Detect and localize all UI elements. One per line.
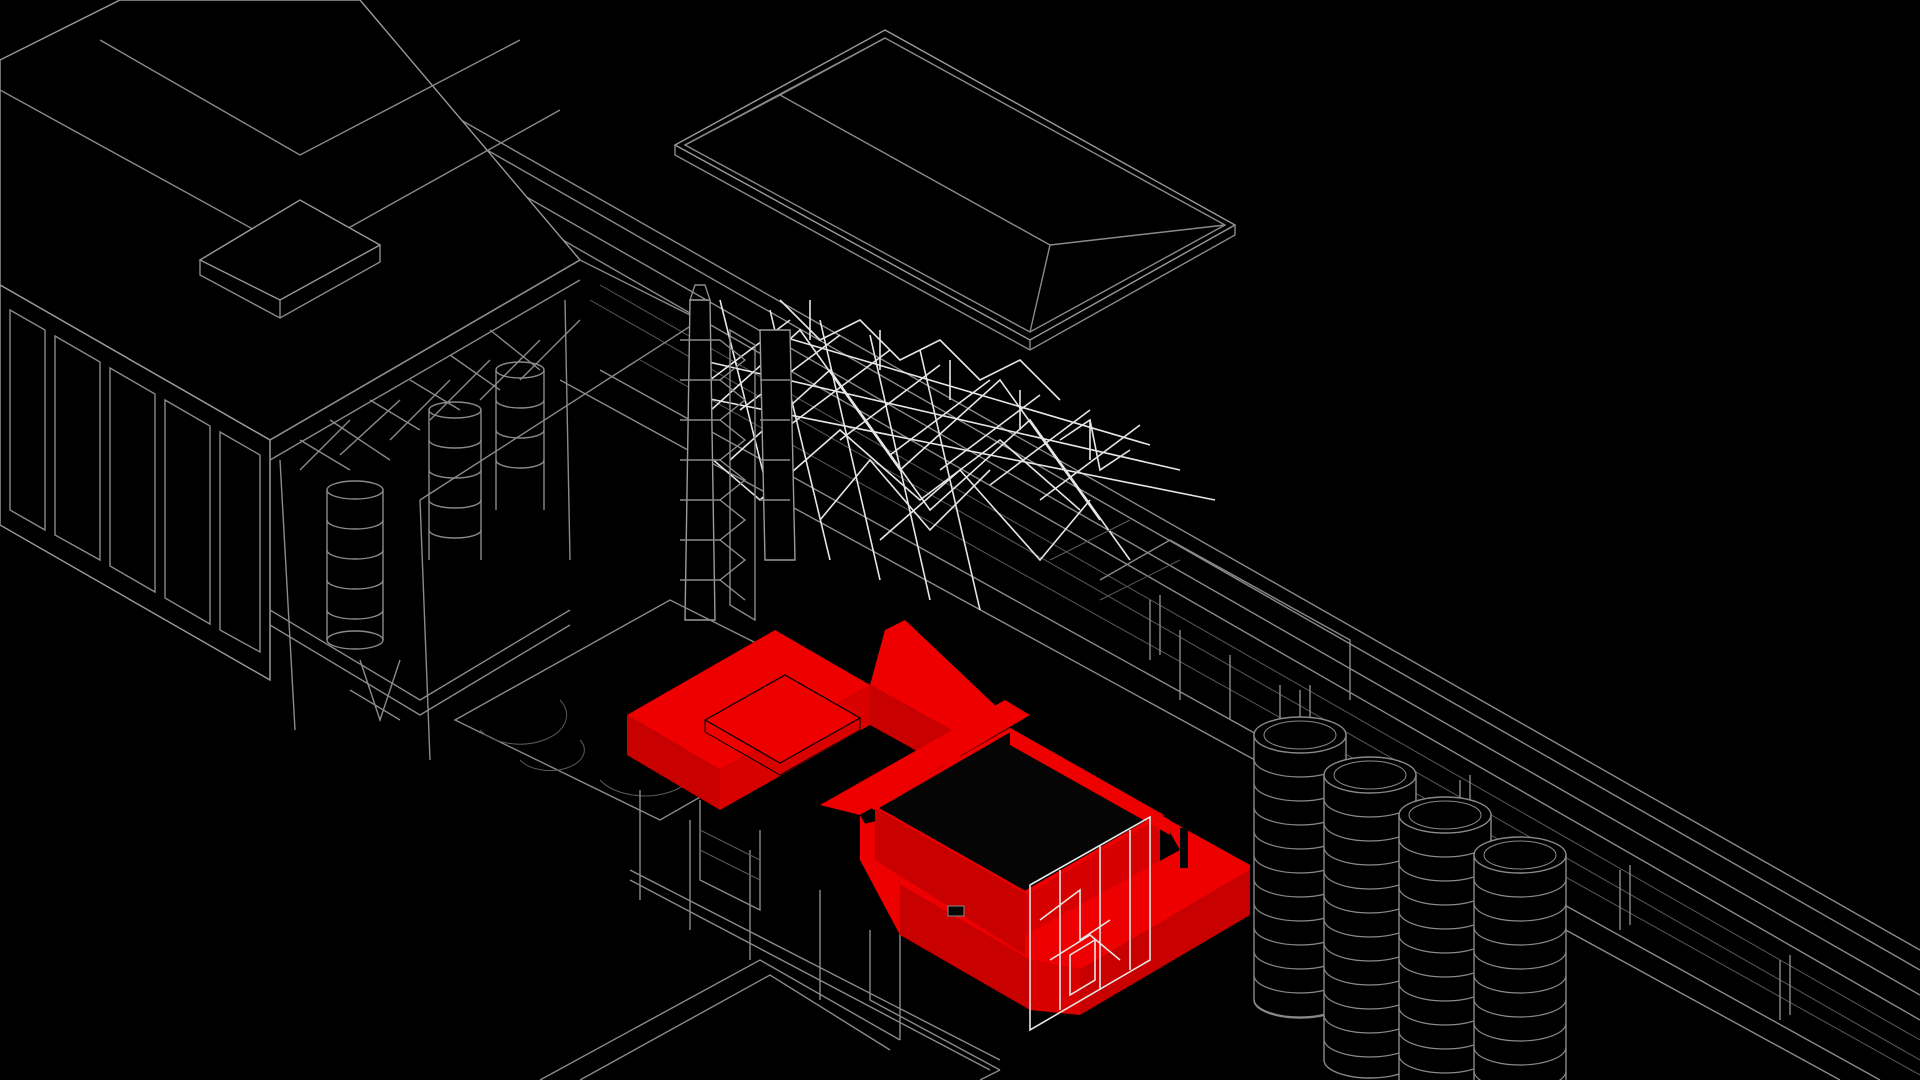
exploded-roof-panel: [673, 29, 1237, 351]
smokestack-tower: [680, 284, 796, 622]
back-structures: [1049, 519, 1351, 750]
warehouse-building: [0, 0, 702, 761]
silo: [1323, 756, 1417, 1079]
cylindrical-silo-row: [1253, 716, 1567, 1080]
silo: [1253, 716, 1347, 1019]
silo: [1473, 836, 1567, 1080]
red-intervention-volume: [627, 620, 1250, 1032]
